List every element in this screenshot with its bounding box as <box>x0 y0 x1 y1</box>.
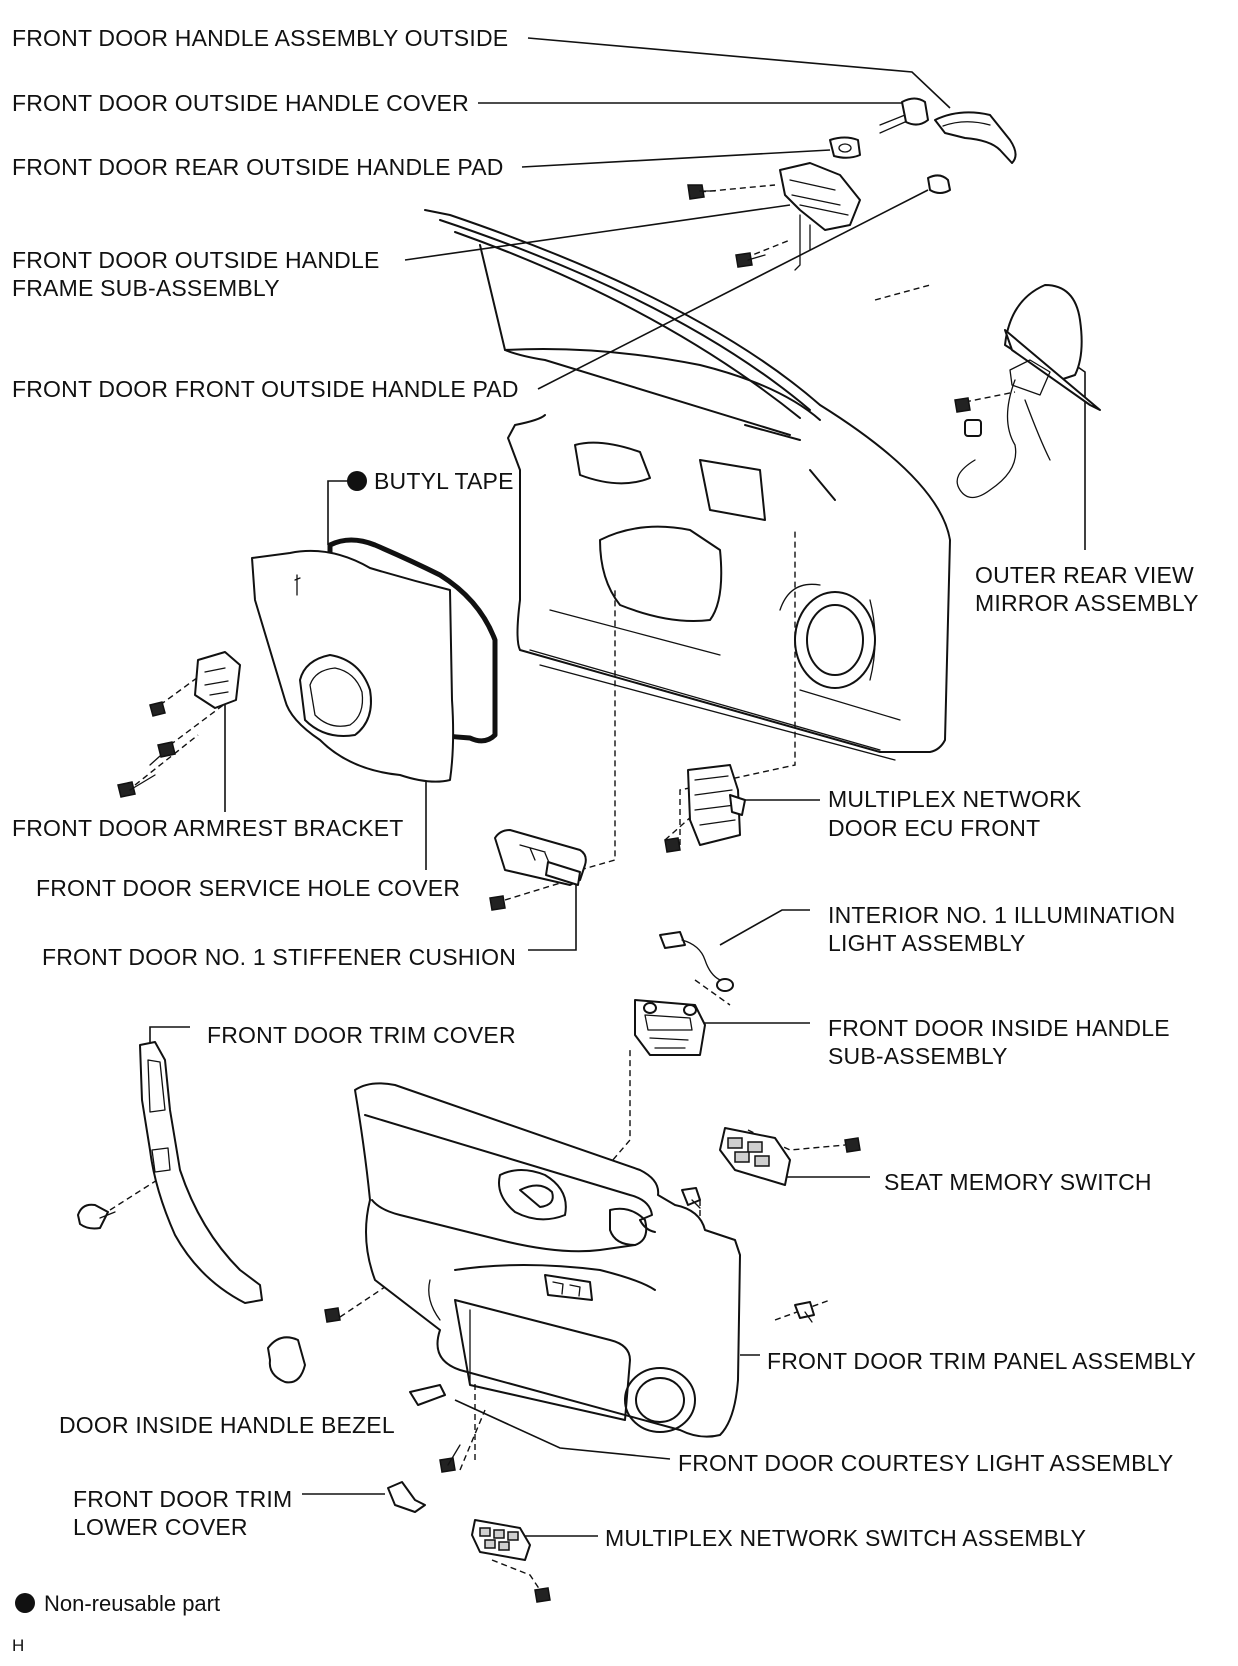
bolt-icon <box>844 1137 861 1153</box>
label-multiplex-ecu-1: MULTIPLEX NETWORK <box>828 786 1082 812</box>
door-trim-panel <box>324 1082 815 1473</box>
label-multiplex-ecu-2: DOOR ECU FRONT <box>828 815 1040 841</box>
label-inside-handle-bezel: DOOR INSIDE HANDLE BEZEL <box>59 1412 395 1438</box>
label-trim-panel-assembly: FRONT DOOR TRIM PANEL ASSEMBLY <box>767 1348 1196 1374</box>
service-hole-cover <box>251 471 498 783</box>
trim-lower-cover <box>387 1481 426 1513</box>
label-front-outside-handle-pad: FRONT DOOR FRONT OUTSIDE HANDLE PAD <box>12 376 519 402</box>
door-shell <box>424 209 951 761</box>
multiplex-ecu <box>664 764 746 853</box>
clip-icon <box>681 1187 701 1209</box>
outside-handle-parts <box>687 97 1017 271</box>
label-trim-lower-cover-2: LOWER COVER <box>73 1514 248 1540</box>
legend: Non-reusable part H <box>12 1591 220 1655</box>
bolt-icon <box>324 1307 341 1323</box>
bolt-icon <box>149 741 176 766</box>
label-trim-lower-cover-1: FRONT DOOR TRIM <box>73 1486 292 1512</box>
label-inside-handle-2: SUB-ASSEMBLY <box>828 1043 1008 1069</box>
non-reusable-marker-icon <box>347 471 367 491</box>
label-outer-mirror-2: MIRROR ASSEMBLY <box>975 590 1199 616</box>
label-outside-handle-frame-2: FRAME SUB-ASSEMBLY <box>12 275 280 301</box>
trim-cover <box>77 1041 263 1304</box>
illumination-light <box>659 931 734 992</box>
label-handle-assembly-outside: FRONT DOOR HANDLE ASSEMBLY OUTSIDE <box>12 25 508 51</box>
label-outside-handle-frame-1: FRONT DOOR OUTSIDE HANDLE <box>12 247 380 273</box>
bolt-icon <box>687 184 716 200</box>
label-butyl-tape: BUTYL TAPE <box>374 468 514 494</box>
label-courtesy-light: FRONT DOOR COURTESY LIGHT ASSEMBLY <box>678 1450 1173 1476</box>
bolt-icon <box>534 1587 551 1603</box>
clip-icon <box>794 1301 815 1323</box>
bolt-icon <box>954 397 971 413</box>
bolt-icon <box>149 701 166 717</box>
label-inside-handle-1: FRONT DOOR INSIDE HANDLE <box>828 1015 1170 1041</box>
multiplex-switch <box>471 1519 551 1603</box>
bolt-icon <box>439 1444 461 1473</box>
legend-non-reusable: Non-reusable part <box>44 1591 220 1616</box>
clip-icon <box>77 1203 116 1230</box>
inside-handle-bezel <box>267 1336 306 1384</box>
label-trim-cover: FRONT DOOR TRIM COVER <box>207 1022 516 1048</box>
seat-memory-switch <box>719 1127 861 1186</box>
label-outer-mirror-1: OUTER REAR VIEW <box>975 562 1194 588</box>
bolt-icon <box>489 895 506 911</box>
inside-handle <box>634 999 706 1056</box>
armrest-bracket <box>117 651 241 798</box>
label-illumination-2: LIGHT ASSEMBLY <box>828 930 1026 956</box>
label-rear-outside-handle-pad: FRONT DOOR REAR OUTSIDE HANDLE PAD <box>12 154 504 180</box>
label-seat-memory-switch: SEAT MEMORY SWITCH <box>884 1169 1152 1195</box>
figure-code: H <box>12 1636 24 1655</box>
label-multiplex-switch: MULTIPLEX NETWORK SWITCH ASSEMBLY <box>605 1525 1086 1551</box>
leader-lines <box>149 37 1086 1537</box>
non-reusable-marker-icon <box>15 1593 35 1613</box>
labels: FRONT DOOR HANDLE ASSEMBLY OUTSIDE FRONT… <box>12 25 1199 1551</box>
label-illumination-1: INTERIOR NO. 1 ILLUMINATION <box>828 902 1175 928</box>
outer-mirror <box>954 284 1101 499</box>
bolt-icon <box>735 252 766 268</box>
label-service-hole-cover: FRONT DOOR SERVICE HOLE COVER <box>36 875 460 901</box>
label-outside-handle-cover: FRONT DOOR OUTSIDE HANDLE COVER <box>12 90 469 116</box>
stiffener-cushion <box>489 829 587 911</box>
bolt-icon <box>117 774 156 798</box>
label-stiffener-cushion: FRONT DOOR NO. 1 STIFFENER CUSHION <box>42 944 516 970</box>
bolt-icon <box>664 837 681 853</box>
label-armrest-bracket: FRONT DOOR ARMREST BRACKET <box>12 815 404 841</box>
